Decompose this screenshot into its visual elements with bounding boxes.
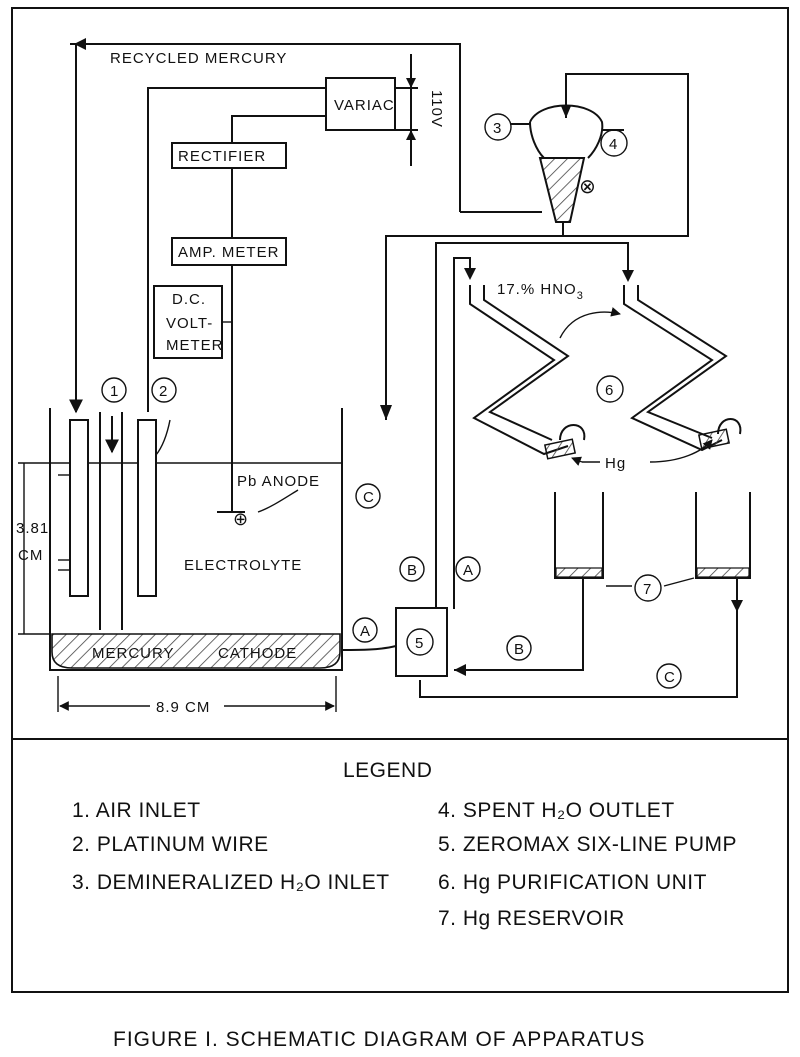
marker-4 — [600, 129, 628, 157]
legend-item-7: 7. Hg RESERVOIR — [438, 907, 625, 930]
marker-1-label: 1 — [110, 383, 119, 400]
power-circuit-wires — [147, 87, 410, 513]
legend-item-6: 6. Hg PURIFICATION UNIT — [438, 871, 707, 894]
width-dimension — [57, 676, 337, 712]
marker-6 — [596, 375, 624, 403]
voltmeter-label-3: METER — [166, 337, 224, 354]
legend-item-3: 3. DEMINERALIZED H₂O INLET — [72, 871, 390, 894]
legend-item-4: 4. SPENT H₂O OUTLET — [438, 799, 675, 822]
line-b-label-upper: B — [407, 562, 418, 579]
legend-item-5: 5. ZEROMAX SIX-LINE PUMP — [438, 833, 737, 856]
line-c-label-lower: C — [664, 669, 676, 686]
voltmeter-box — [153, 285, 223, 359]
amp-meter-label: AMP. METER — [178, 244, 279, 261]
anode-sign: ⊕ — [233, 509, 248, 529]
variac-box — [325, 77, 396, 131]
electrolyte-label: ELECTROLYTE — [184, 557, 302, 574]
rectifier-label: RECTIFIER — [178, 148, 266, 165]
separatory-funnel — [380, 73, 689, 420]
valve-icon: ⊗ — [579, 176, 596, 198]
line-a-marker-upper — [455, 556, 481, 582]
variac-label: VARIAC — [334, 97, 395, 114]
line-c-label-upper: C — [363, 489, 375, 506]
marker-7-label: 7 — [643, 581, 652, 598]
pump-cathode-line — [341, 645, 397, 651]
line-b-label-lower: B — [514, 641, 525, 658]
legend-item-2: 2. PLATINUM WIRE — [72, 833, 269, 856]
recycled-mercury-label: RECYCLED MERCURY — [110, 50, 287, 67]
line-b-marker-upper — [399, 556, 425, 582]
pump-box — [395, 607, 448, 677]
height-value: 3.81 — [16, 520, 49, 537]
mercury-label: MERCURY — [92, 645, 175, 662]
recycled-mercury-line — [69, 38, 542, 414]
marker-5 — [406, 628, 434, 656]
volt-source-label: 110V — [428, 90, 445, 128]
purification-unit — [435, 242, 742, 609]
line-c-marker-lower — [656, 663, 682, 689]
marker-3 — [484, 113, 512, 141]
legend-title: LEGEND — [343, 759, 432, 782]
amp-meter-box — [171, 237, 287, 266]
height-unit: CM — [18, 547, 43, 564]
acid-label: 17.% HNO3 — [497, 281, 584, 302]
line-a-marker-lower — [352, 617, 378, 643]
marker-5-label: 5 — [415, 635, 424, 652]
marker-1 — [101, 377, 127, 403]
line-b-marker-lower — [506, 635, 532, 661]
line-a-label-upper: A — [463, 562, 474, 579]
line-c-marker-upper — [355, 483, 381, 509]
legend-item-1: 1. AIR INLET — [72, 799, 201, 822]
outer-frame — [11, 7, 789, 993]
marker-4-label: 4 — [609, 136, 618, 153]
rectifier-box — [171, 142, 287, 169]
figure-caption: FIGURE I. SCHEMATIC DIAGRAM OF APPARATUS — [113, 1028, 645, 1051]
cathode-label: CATHODE — [218, 645, 297, 662]
volt-source: 110V — [404, 54, 445, 166]
marker-7 — [634, 574, 662, 602]
voltmeter-label-1: D.C. — [172, 291, 206, 308]
voltmeter-label-2: VOLT- — [166, 315, 213, 332]
marker-3-label: 3 — [493, 120, 502, 137]
marker-2 — [151, 377, 177, 403]
electrolysis-cell — [18, 408, 343, 671]
marker-6-label: 6 — [605, 382, 614, 399]
marker-2-label: 2 — [159, 383, 168, 400]
anode-pointer — [257, 489, 299, 513]
hg-label: Hg — [605, 455, 626, 472]
height-dimension — [18, 463, 50, 635]
line-a-label-lower: A — [360, 623, 371, 640]
mercury-reservoirs — [419, 492, 751, 698]
width-label: 8.9 CM — [156, 699, 210, 716]
pb-anode-label: Pb ANODE — [237, 473, 320, 490]
